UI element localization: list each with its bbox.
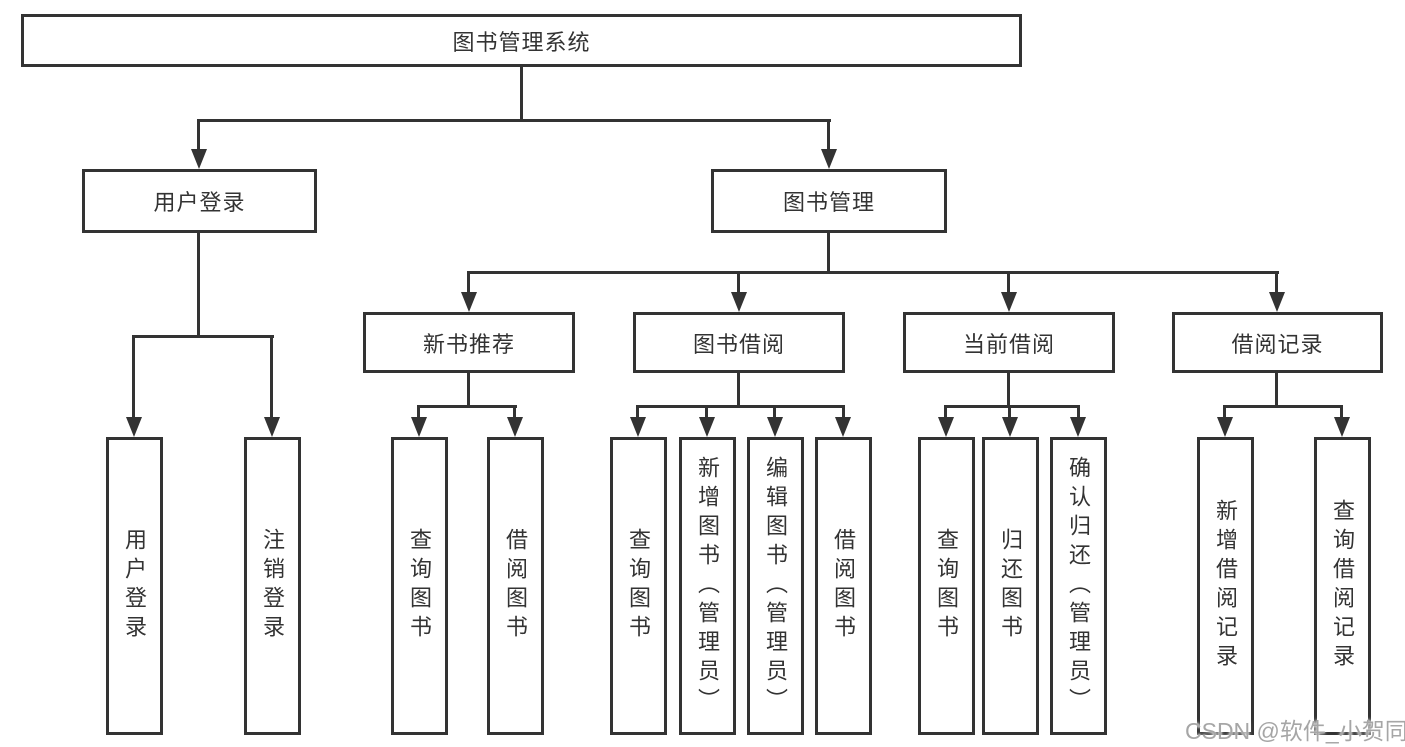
arrow-down-g1-borrow bbox=[507, 417, 523, 437]
arrow-down-user-login bbox=[191, 149, 207, 169]
leaf-query-books-borrowing: 查询图书 bbox=[610, 437, 667, 735]
node-book-management: 图书管理 bbox=[711, 169, 947, 233]
leaf-user-login: 用户登录 bbox=[106, 437, 163, 735]
arrow-down-g2-borrow bbox=[835, 417, 851, 437]
leaf-confirm-return-admin: 确认归还（管理员） bbox=[1050, 437, 1107, 735]
connector-drop-borrow-records bbox=[1275, 271, 1278, 293]
connector-root-split bbox=[197, 119, 831, 122]
connector-user-login-stem bbox=[197, 232, 200, 338]
arrow-down-g3-return bbox=[1002, 417, 1018, 437]
leaf-add-borrow-record: 新增借阅记录 bbox=[1197, 437, 1254, 735]
connector-drop-g1-borrow bbox=[513, 405, 516, 419]
connector-root-stem bbox=[520, 66, 523, 121]
connector-borrow-records-stem bbox=[1275, 372, 1278, 408]
leaf-edit-books-admin: 编辑图书（管理员） bbox=[747, 437, 804, 735]
leaf-borrow-books-recommend: 借阅图书 bbox=[487, 437, 544, 735]
arrow-down-book-borrow bbox=[731, 292, 747, 312]
connector-book-management-stem bbox=[827, 232, 830, 274]
arrow-down-g4-add bbox=[1217, 417, 1233, 437]
arrow-down-g2-add bbox=[699, 417, 715, 437]
arrow-down-borrow-records bbox=[1269, 292, 1285, 312]
connector-drop-g2-add bbox=[705, 405, 708, 419]
arrow-down-g2-edit bbox=[767, 417, 783, 437]
arrow-down-book-management bbox=[821, 149, 837, 169]
connector-drop-g2-edit bbox=[773, 405, 776, 419]
connector-borrow-records-split bbox=[1223, 405, 1343, 408]
node-user-login: 用户登录 bbox=[82, 169, 317, 233]
leaf-logout: 注销登录 bbox=[244, 437, 301, 735]
connector-book-management-split bbox=[467, 271, 1279, 274]
arrow-down-leaf-user-login bbox=[126, 417, 142, 437]
leaf-query-books-recommend: 查询图书 bbox=[391, 437, 448, 735]
connector-drop-g3-confirm bbox=[1077, 405, 1080, 419]
connector-drop-leaf-user-login bbox=[132, 335, 135, 419]
connector-drop-g2-borrow bbox=[842, 405, 845, 419]
arrow-down-g4-query bbox=[1334, 417, 1350, 437]
node-book-borrowing: 图书借阅 bbox=[633, 312, 845, 373]
arrow-down-g2-query bbox=[630, 417, 646, 437]
node-new-book-recommendation: 新书推荐 bbox=[363, 312, 575, 373]
connector-current-borrow-stem bbox=[1007, 372, 1010, 408]
leaf-return-books: 归还图书 bbox=[982, 437, 1039, 735]
arrow-down-leaf-logout bbox=[264, 417, 280, 437]
node-current-borrowing: 当前借阅 bbox=[903, 312, 1115, 373]
arrow-down-g1-query bbox=[411, 417, 427, 437]
connector-drop-leaf-logout bbox=[270, 335, 273, 419]
connector-new-book-stem bbox=[467, 372, 470, 408]
csdn-watermark: CSDN @软件_小贺同学 bbox=[1185, 718, 1405, 744]
arrow-down-g3-query bbox=[938, 417, 954, 437]
connector-drop-g1-query bbox=[417, 405, 420, 419]
connector-drop-g4-add bbox=[1223, 405, 1226, 419]
leaf-add-books-admin: 新增图书（管理员） bbox=[679, 437, 736, 735]
connector-drop-g3-return bbox=[1008, 405, 1011, 419]
connector-book-borrow-stem bbox=[737, 372, 740, 408]
connector-drop-book-borrow bbox=[737, 271, 740, 293]
arrow-down-new-book bbox=[461, 292, 477, 312]
connector-user-login-split bbox=[132, 335, 274, 338]
leaf-borrow-books-borrowing: 借阅图书 bbox=[815, 437, 872, 735]
arrow-down-current-borrow bbox=[1001, 292, 1017, 312]
connector-drop-g4-query bbox=[1340, 405, 1343, 419]
connector-drop-g3-query bbox=[944, 405, 947, 419]
connector-new-book-split bbox=[417, 405, 517, 408]
connector-drop-current-borrow bbox=[1007, 271, 1010, 293]
connector-drop-new-book bbox=[467, 271, 470, 293]
node-library-management-system: 图书管理系统 bbox=[21, 14, 1022, 67]
connector-drop-book-management bbox=[827, 119, 830, 151]
connector-drop-user-login bbox=[197, 119, 200, 151]
leaf-query-borrow-record: 查询借阅记录 bbox=[1314, 437, 1371, 735]
arrow-down-g3-confirm bbox=[1070, 417, 1086, 437]
connector-drop-g2-query bbox=[636, 405, 639, 419]
leaf-query-books-current: 查询图书 bbox=[918, 437, 975, 735]
connector-current-borrow-split bbox=[944, 405, 1080, 408]
connector-book-borrow-split bbox=[636, 405, 845, 408]
node-borrowing-records: 借阅记录 bbox=[1172, 312, 1383, 373]
